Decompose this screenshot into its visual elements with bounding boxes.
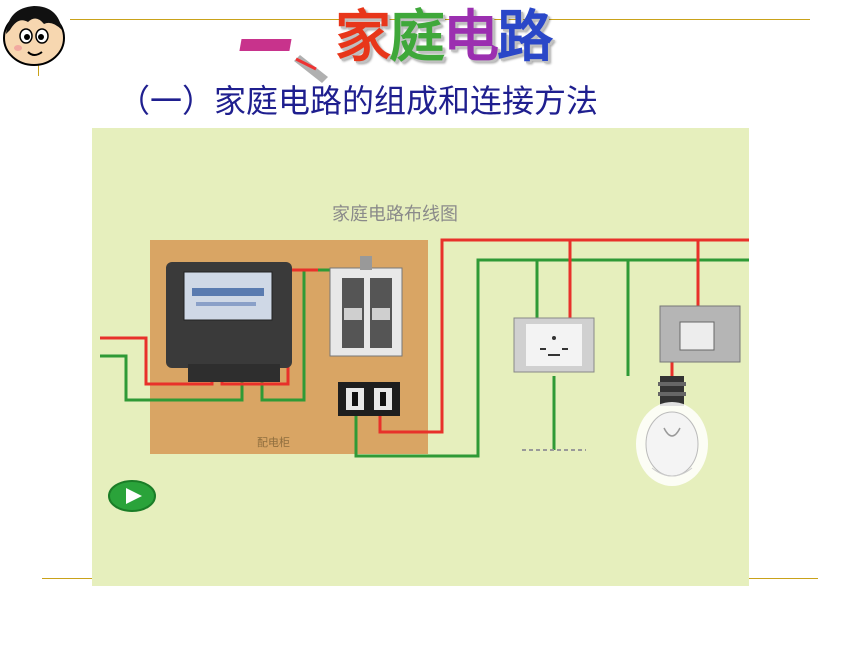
- main-switch-icon: [329, 256, 403, 357]
- heading-number-graphic: [239, 39, 328, 83]
- play-icon: [126, 488, 142, 504]
- title-char-4: 路: [497, 5, 553, 70]
- bottom-rule-left: [42, 578, 94, 579]
- top-rule: [70, 19, 810, 20]
- bottom-rule-right: [748, 578, 818, 579]
- left-tick: [38, 58, 39, 76]
- fuse-box-icon: [338, 382, 400, 416]
- title-char-2: 庭: [389, 5, 445, 70]
- light-bulb-icon: [636, 376, 708, 486]
- section-title: （一）家庭电路的组成和连接方法: [118, 82, 599, 120]
- diagram-caption: 家庭电路布线图: [332, 204, 458, 225]
- cabinet-label: 配电柜: [257, 436, 290, 449]
- title-char-1: 家: [335, 5, 391, 70]
- wiring-diagram-panel: 家庭电路布线图 配电柜: [92, 128, 749, 586]
- cartoon-mascot-icon: [3, 6, 65, 66]
- wiring-diagram: 家庭电路布线图 配电柜: [100, 204, 749, 512]
- title-char-3: 电: [443, 5, 499, 70]
- play-button[interactable]: [108, 480, 156, 512]
- electricity-meter-icon: [166, 262, 292, 382]
- light-switch-icon: [659, 305, 741, 363]
- wall-socket-icon: [513, 317, 595, 451]
- main-title: 家庭电路: [335, 0, 553, 76]
